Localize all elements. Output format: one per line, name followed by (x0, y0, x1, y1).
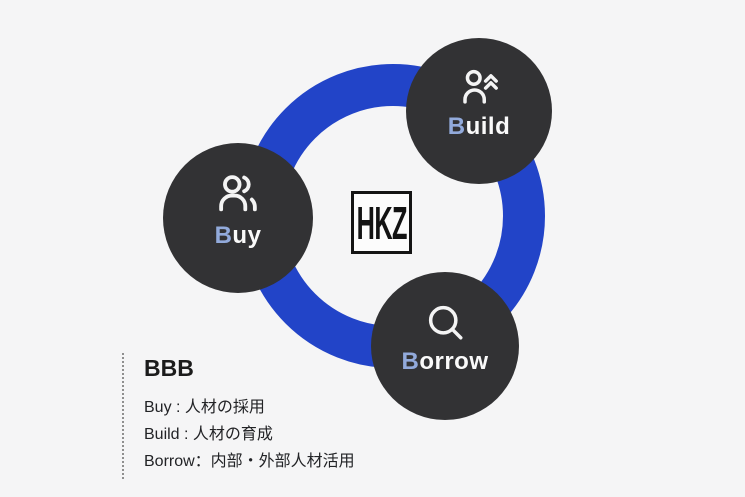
node-borrow-label: Borrow (401, 348, 489, 375)
node-buy: Buy (163, 143, 313, 293)
node-build-label: Build (447, 113, 511, 140)
hkz-logo: HKZ (351, 191, 412, 254)
users-icon (215, 171, 261, 217)
legend-item-borrow: Borrow：内部・外部人材活用 (144, 453, 355, 470)
node-buy-label: Buy (214, 222, 262, 249)
legend-item-buy: Buy : 人材の採用 (144, 399, 265, 416)
legend: BBB Buy : 人材の採用 Build : 人材の育成 Borrow：内部・… (122, 353, 355, 479)
node-borrow: Borrow (371, 272, 519, 420)
hkz-logo-text: HKZ (356, 196, 407, 249)
node-build: Build (406, 38, 552, 184)
user-growth-icon (458, 66, 500, 108)
legend-title: BBB (144, 355, 194, 381)
search-icon (424, 301, 466, 343)
legend-item-build: Build : 人材の育成 (144, 426, 273, 443)
